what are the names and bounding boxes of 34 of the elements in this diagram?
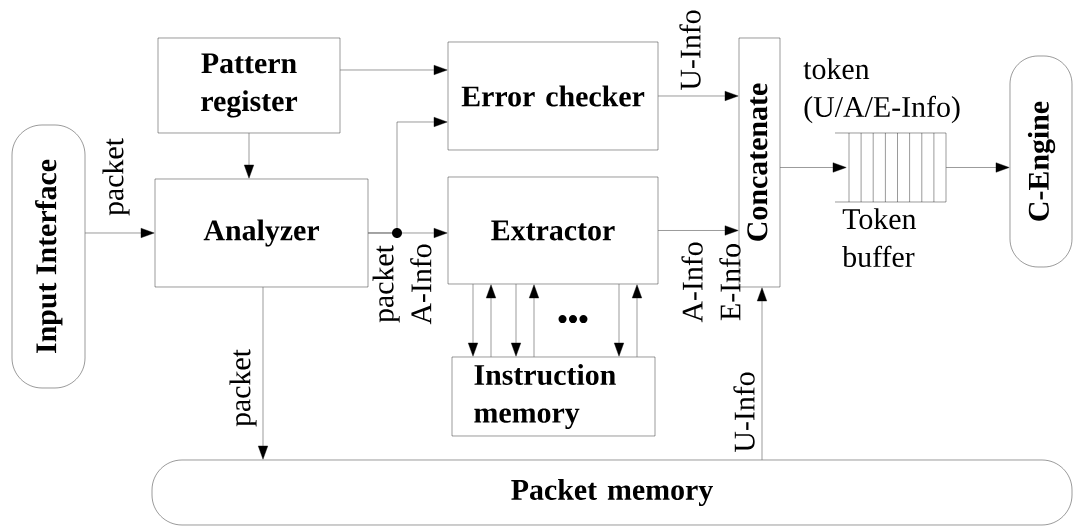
rounded-box: Input Interface xyxy=(11,124,86,389)
ellipsis-mark: ••• xyxy=(558,315,588,324)
arrow xyxy=(529,284,539,357)
rounded-box: Packet memory xyxy=(151,459,1073,526)
arrow xyxy=(468,284,478,357)
edge-label: packet xyxy=(102,138,130,216)
process-box: Extractor xyxy=(447,176,659,285)
arrow xyxy=(614,284,624,357)
edge-label: packet xyxy=(229,349,257,427)
node-caption: token (U/A/E-Info) xyxy=(803,58,960,124)
arrow xyxy=(946,162,1010,173)
arrow xyxy=(658,225,739,236)
arrow xyxy=(258,287,268,460)
arrow xyxy=(340,65,448,75)
rounded-box: C-Engine xyxy=(1009,55,1073,268)
process-box: Pattern register xyxy=(157,37,341,134)
arrow xyxy=(486,284,496,357)
edge-label: A-Info E-Info xyxy=(681,242,741,323)
process-box: Error checker xyxy=(447,41,659,151)
edge-label: U-Info xyxy=(679,10,701,91)
process-box: Instruction memory xyxy=(451,356,656,437)
arrow xyxy=(368,228,448,238)
arrow xyxy=(757,287,767,460)
arrow xyxy=(85,228,155,238)
edge-label: packet A-Info xyxy=(372,244,432,325)
process-box: Analyzer xyxy=(154,178,369,288)
arrow xyxy=(658,91,739,101)
edge-label: U-Info xyxy=(733,372,755,453)
node-caption: Token buffer xyxy=(842,208,917,268)
arrow xyxy=(780,162,847,173)
arrow xyxy=(244,133,254,179)
arrow xyxy=(511,284,521,357)
arrow xyxy=(632,284,642,357)
queue-drawing xyxy=(834,132,947,203)
